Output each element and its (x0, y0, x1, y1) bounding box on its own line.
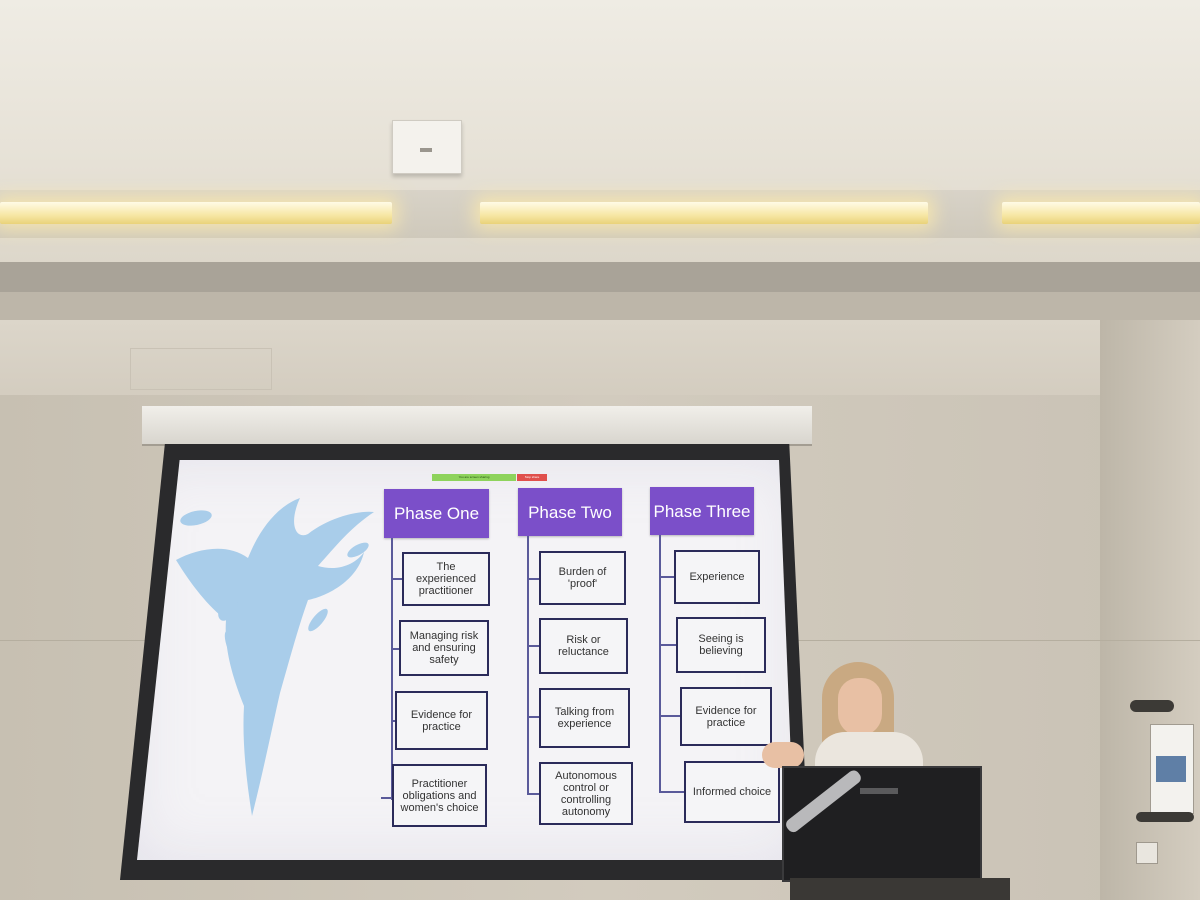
monitor-icon (782, 766, 982, 882)
soffit (0, 320, 1120, 400)
phase-three-header: Phase Three (650, 487, 754, 535)
phase-three-item: Informed choice (684, 761, 780, 823)
screen-sharing-label: You are screen sharing (458, 475, 490, 479)
stop-share-label: Stop share (524, 475, 540, 479)
phase-one-item: Evidence for practice (395, 691, 488, 750)
phase-three-item: Seeing is believing (676, 617, 766, 673)
connector-branch (527, 578, 539, 580)
connector-branch (527, 645, 539, 647)
phase-two-item: Autonomous control or controlling autono… (539, 762, 633, 825)
phase-one-item: Managing risk and ensuring safety (399, 620, 489, 676)
wall-hook-icon (1130, 700, 1174, 712)
phase-two-item: Talking from experience (539, 688, 630, 748)
connector-branch (391, 648, 401, 650)
ceiling-light (480, 202, 928, 224)
podium (790, 878, 1010, 900)
phase-one-connector (391, 538, 393, 800)
water-splash-icon (176, 498, 374, 816)
connector-branch (527, 716, 539, 718)
projector-screen-housing (142, 406, 812, 446)
ceiling-vent (130, 348, 272, 390)
phase-three-item: Experience (674, 550, 760, 604)
phase-one-item: The experienced practitioner (402, 552, 490, 606)
screen-sharing-bar[interactable]: You are screen sharing (432, 474, 516, 481)
ceiling-beam (0, 262, 1200, 292)
presenter-hand (762, 742, 804, 768)
connector-branch (659, 644, 676, 646)
connector-branch (391, 720, 396, 722)
connector-branch (659, 715, 680, 717)
phase-one-header: Phase One (384, 489, 489, 538)
phase-three-connector (659, 535, 661, 793)
phase-two-header: Phase Two (518, 488, 622, 536)
ceiling-light (0, 202, 392, 224)
monitor-logo (860, 788, 898, 794)
wall-bracket-icon (1136, 812, 1194, 822)
phase-three-item: Evidence for practice (680, 687, 772, 746)
connector-branch (381, 797, 393, 799)
stop-share-button[interactable]: Stop share (517, 474, 547, 481)
phase-one-item: Practitioner obligations and women's cho… (392, 764, 487, 827)
connector-branch (527, 793, 539, 795)
phase-two-item: Risk or reluctance (539, 618, 628, 674)
phase-two-item: Burden of 'proof' (539, 551, 626, 605)
connector-branch (659, 791, 684, 793)
ceiling (0, 0, 1200, 300)
connector-branch (391, 578, 403, 580)
wall-socket-icon (1136, 842, 1158, 864)
ceiling-light (1002, 202, 1200, 224)
ceiling-sensor-icon (392, 120, 462, 174)
sensor-indicator (420, 148, 432, 152)
connector-branch (659, 576, 674, 578)
wall-sign-image (1156, 756, 1186, 782)
phase-two-connector (527, 536, 529, 794)
presenter-face (838, 678, 882, 736)
